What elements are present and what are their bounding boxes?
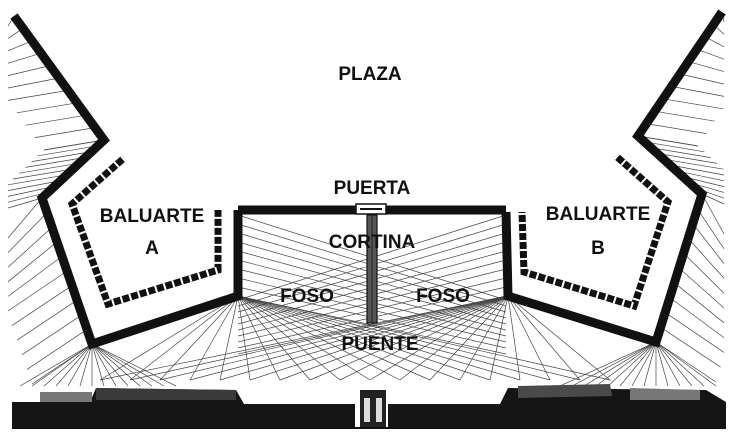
bastion-b-outer-wall: [501, 9, 726, 348]
bridge: [366, 214, 378, 324]
foso-right-label: FOSO: [416, 286, 470, 307]
puerta-label: PUERTA: [333, 178, 411, 199]
foso-left-label: FOSO: [280, 286, 334, 307]
plaza-label: PLAZA: [338, 64, 402, 85]
bastion-b-walls: [501, 9, 726, 348]
elevation-profile: [12, 384, 726, 429]
puente-label: PUENTE: [341, 334, 419, 355]
cortina-label: CORTINA: [328, 232, 416, 253]
baluarte-b-label: BALUARTE: [545, 204, 651, 225]
baluarte-a-letter: A: [145, 238, 159, 259]
bastion-a-outer-wall: [10, 13, 243, 350]
baluarte-b-letter: B: [591, 238, 605, 259]
curtain-wall: [238, 203, 506, 215]
baluarte-a-label: BALUARTE: [99, 206, 205, 227]
bastion-a-walls: [10, 13, 243, 350]
